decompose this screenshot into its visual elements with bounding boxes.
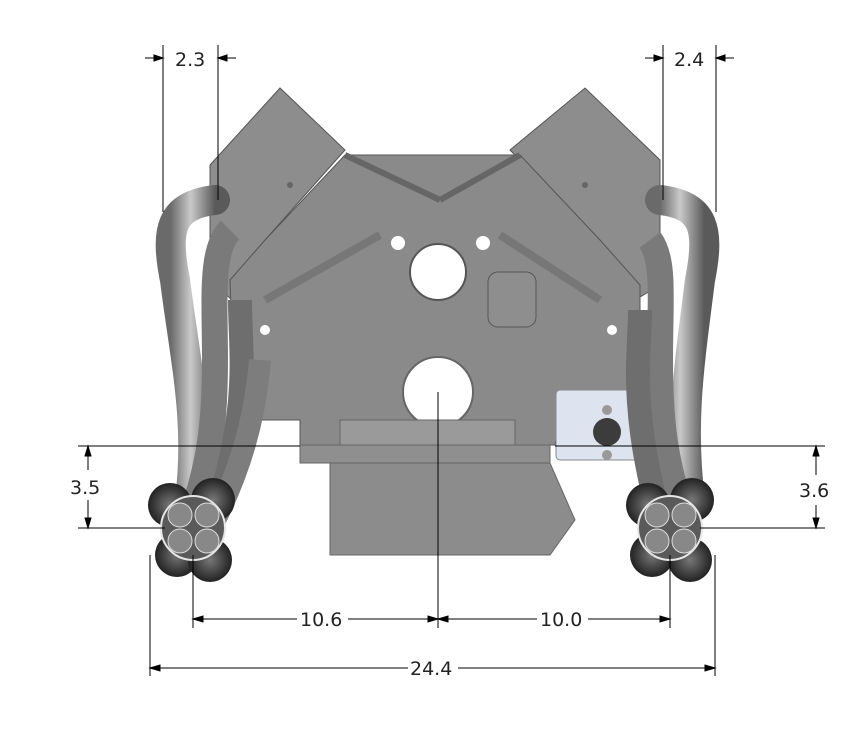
dim-right-vertical: 3.6 [799,480,829,502]
dim-top-left: 2.3 [175,49,205,71]
engine-block [209,87,661,556]
dim-left-vertical: 3.5 [70,477,100,499]
dimension-lines [78,45,825,676]
dim-bottom-left: 10.6 [300,609,342,631]
dim-top-right: 2.4 [674,49,704,71]
dim-overall-width: 24.4 [410,658,452,680]
right-header-pipes [626,185,720,582]
dim-bottom-right: 10.0 [540,609,582,631]
